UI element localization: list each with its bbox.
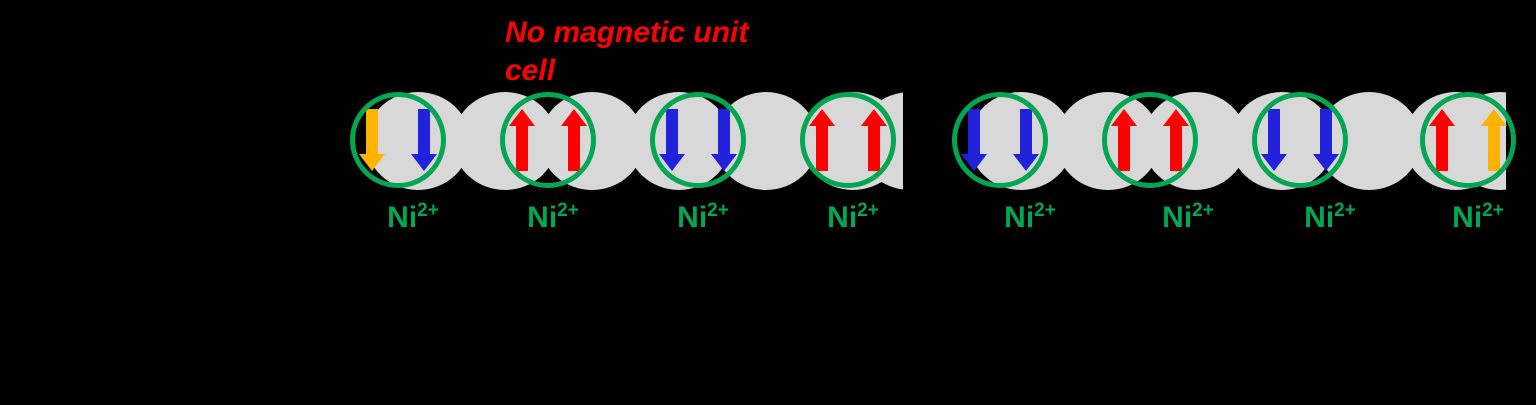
ni-ion-label: Ni2+ (1452, 200, 1504, 234)
ion-charge: 2+ (857, 200, 879, 221)
ni-site-circle (1252, 92, 1348, 188)
ni-ion-label: Ni2+ (527, 200, 579, 234)
ni-site-circle (350, 92, 446, 188)
ion-element: Ni (1452, 201, 1483, 234)
ni-site-circle (1102, 92, 1198, 188)
ni-site-circle (500, 92, 596, 188)
ni-ion-label: Ni2+ (677, 200, 729, 234)
ion-element: Ni (677, 201, 708, 234)
ni-ion-label: Ni2+ (1304, 200, 1356, 234)
ion-charge: 2+ (1192, 200, 1214, 221)
ion-element: Ni (387, 201, 418, 234)
ion-element: Ni (527, 201, 558, 234)
ion-element: Ni (827, 201, 858, 234)
ni-site-circle (1420, 92, 1516, 188)
ni-site-circle (650, 92, 746, 188)
ion-charge: 2+ (1334, 200, 1356, 221)
ion-element: Ni (1004, 201, 1035, 234)
ion-element: Ni (1162, 201, 1193, 234)
ni-ion-label: Ni2+ (1004, 200, 1056, 234)
ni-site-circle (952, 92, 1048, 188)
ion-element: Ni (1304, 201, 1335, 234)
ni-ion-label: Ni2+ (827, 200, 879, 234)
ion-charge: 2+ (1034, 200, 1056, 221)
ni-ion-label: Ni2+ (1162, 200, 1214, 234)
ion-charge: 2+ (707, 200, 729, 221)
ni-ion-label: Ni2+ (387, 200, 439, 234)
no-magnetic-unit-cell-annotation: No magnetic unit cell (505, 16, 757, 88)
ion-charge: 2+ (417, 200, 439, 221)
ion-charge: 2+ (1482, 200, 1504, 221)
ni-site-circle (800, 92, 896, 188)
ion-charge: 2+ (557, 200, 579, 221)
